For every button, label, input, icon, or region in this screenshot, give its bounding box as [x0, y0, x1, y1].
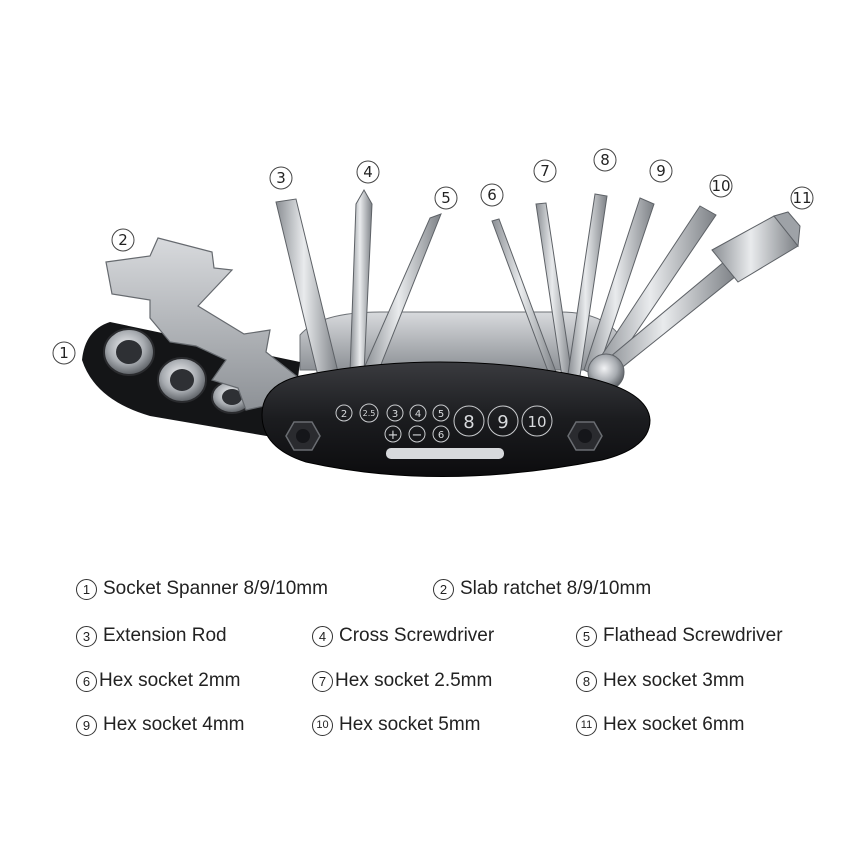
multitool-illustration: 2 2.5 3 4 5 8 9 10 + − 6 1 2 3 4 5 6 7 8… [52, 148, 814, 477]
svg-text:1: 1 [59, 344, 69, 362]
legend-label: Flathead Screwdriver [603, 625, 783, 646]
legend-number: 8 [576, 670, 597, 692]
callout-9: 9 [649, 159, 673, 183]
callout-2: 2 [111, 228, 135, 252]
legend-item-10: 10 Hex socket 5mm [312, 712, 480, 738]
legend-number: 4 [312, 625, 333, 647]
svg-text:10: 10 [711, 177, 730, 195]
legend-label: Hex socket 6mm [603, 714, 745, 735]
legend-label: Socket Spanner 8/9/10mm [103, 578, 328, 599]
legend-item-7: 7 Hex socket 2.5mm [312, 668, 492, 694]
legend-number: 11 [576, 714, 597, 736]
socket-8mm [103, 328, 155, 376]
tool-hex-6mm [603, 211, 801, 375]
svg-text:4: 4 [363, 163, 373, 181]
callout-4: 4 [356, 160, 380, 184]
socket-label-2: 2 [341, 409, 347, 420]
socket-size-markings [335, 403, 553, 443]
legend-item-4: 4 Cross Screwdriver [312, 623, 494, 649]
tool-cross-screwdriver [349, 188, 373, 373]
legend-number: 3 [76, 625, 97, 647]
callout-5: 5 [434, 186, 458, 210]
legend-item-1: 1 Socket Spanner 8/9/10mm [76, 576, 328, 602]
legend-number: 6 [76, 670, 97, 692]
legend-number: 2 [433, 578, 454, 600]
legend-label: Hex socket 2mm [99, 670, 241, 691]
legend-label: Slab ratchet 8/9/10mm [460, 578, 652, 599]
sign-plus: + [388, 428, 399, 443]
svg-text:7: 7 [540, 162, 550, 180]
legend-number: 9 [76, 714, 97, 736]
legend-label: Hex socket 3mm [603, 670, 745, 691]
svg-text:3: 3 [276, 169, 286, 187]
callout-6: 6 [480, 183, 504, 207]
legend-item-9: 9 Hex socket 4mm [76, 712, 244, 738]
socket-label-2-5: 2.5 [363, 409, 376, 418]
legend-label: Hex socket 2.5mm [335, 670, 493, 691]
svg-text:9: 9 [656, 162, 666, 180]
svg-text:2: 2 [118, 231, 128, 249]
sign-minus: − [412, 428, 423, 443]
callout-10: 10 [709, 174, 733, 198]
socket-9mm [157, 357, 207, 403]
legend-item-5: 5 Flathead Screwdriver [576, 623, 783, 649]
callout-8: 8 [593, 148, 617, 172]
svg-text:5: 5 [441, 189, 451, 207]
legend-item-8: 8 Hex socket 3mm [576, 668, 744, 694]
socket-label-9: 9 [497, 412, 508, 433]
hex-bolt-right [567, 421, 603, 451]
callouts: 1 2 3 4 5 6 7 8 9 10 11 [52, 148, 814, 365]
callout-3: 3 [269, 166, 293, 190]
legend-label: Hex socket 5mm [339, 714, 481, 735]
body-slot [386, 448, 504, 459]
legend-number: 10 [312, 714, 333, 736]
multitool-body: 2 2.5 3 4 5 8 9 10 + − 6 [261, 361, 651, 477]
callout-1: 1 [52, 341, 76, 365]
legend-number: 7 [312, 670, 333, 692]
hex-bolt-left [285, 421, 321, 451]
socket-label-8: 8 [463, 412, 474, 433]
socket-label-3: 3 [392, 409, 398, 420]
svg-text:8: 8 [600, 151, 610, 169]
socket-label-10: 10 [527, 413, 546, 431]
legend-number: 1 [76, 578, 97, 600]
legend-label: Cross Screwdriver [339, 625, 495, 646]
legend-item-11: 11 Hex socket 6mm [576, 712, 744, 738]
callout-11: 11 [790, 186, 814, 210]
socket-label-6: 6 [438, 430, 444, 441]
svg-text:6: 6 [487, 186, 497, 204]
legend-item-6: 6 Hex socket 2mm [76, 668, 240, 694]
legend-item-2: 2 Slab ratchet 8/9/10mm [433, 576, 651, 602]
legend-label: Hex socket 4mm [103, 714, 245, 735]
legend-number: 5 [576, 625, 597, 647]
legend-label: Extension Rod [103, 625, 227, 646]
callout-7: 7 [533, 159, 557, 183]
socket-label-5: 5 [438, 409, 444, 420]
legend-item-3: 3 Extension Rod [76, 623, 227, 649]
svg-text:11: 11 [792, 189, 811, 207]
socket-label-4: 4 [415, 409, 421, 420]
